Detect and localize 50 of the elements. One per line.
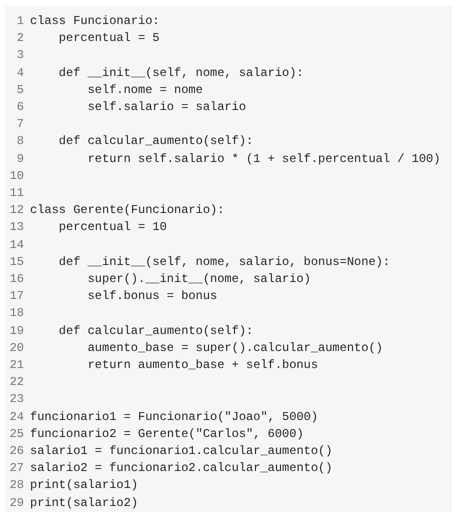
line-number: 20 [8, 340, 24, 356]
line-number: 19 [8, 324, 24, 339]
line-number: 24 [8, 410, 24, 425]
code-line: self.bonus = bonus [88, 289, 218, 304]
line-number: 25 [8, 426, 24, 442]
line-number: 18 [8, 306, 24, 322]
line-number: 12 [8, 203, 24, 218]
line-number: 28 [8, 478, 24, 494]
code-line: salario1 = funcionario1.calcular_aumento() [30, 444, 332, 459]
line-number: 10 [8, 168, 24, 184]
code-line: funcionario1 = Funcionario("Joao", 5000) [30, 410, 318, 425]
line-number: 22 [8, 375, 24, 390]
code-line: salario2 = funcionario2.calcular_aumento() [30, 461, 332, 476]
code-line: percentual = 10 [58, 220, 167, 236]
line-number: 6 [16, 100, 24, 115]
code-line: def calcular_aumento(self): [58, 134, 254, 150]
code-line: aumento_base = super().calcular_aumento() [88, 340, 383, 356]
line-number: 29 [8, 496, 24, 511]
line-number: 26 [8, 444, 24, 459]
code-line: class Gerente(Funcionario): [30, 203, 224, 218]
line-number: 9 [16, 152, 24, 167]
code-line: def calcular_aumento(self): [58, 324, 254, 339]
line-number: 21 [8, 358, 24, 373]
code-line: self.nome = nome [88, 82, 203, 98]
line-number: 16 [8, 272, 24, 287]
code-line: print(salario1) [30, 478, 138, 494]
line-number: 23 [8, 392, 24, 408]
line-number: 8 [16, 134, 24, 150]
line-number: 5 [16, 82, 24, 98]
line-number: 13 [8, 220, 24, 236]
code-line: self.salario = salario [88, 100, 246, 115]
code-line: def __init__(self, nome, salario, bonus=None): [58, 254, 390, 270]
line-number: 7 [16, 117, 24, 132]
line-number: 3 [16, 48, 24, 64]
line-number: 17 [8, 289, 24, 304]
line-number: 1 [16, 14, 24, 29]
code-line: funcionario2 = Gerente("Carlos", 6000) [30, 426, 304, 442]
code-line: def __init__(self, nome, salario): [58, 66, 304, 81]
code-line: return aumento_base + self.bonus [88, 358, 318, 373]
line-number: 11 [8, 186, 24, 201]
code-line: return self.salario * (1 + self.percentual / 100) [88, 152, 440, 167]
code-line: class Funcionario: [30, 14, 160, 29]
line-number: 4 [16, 66, 24, 81]
line-number: 14 [8, 238, 24, 253]
code-line: print(salario2) [30, 496, 138, 511]
line-number: 27 [8, 461, 24, 476]
line-number: 15 [8, 254, 24, 270]
code-line: percentual = 5 [58, 31, 160, 46]
code-line: super().__init__(nome, salario) [88, 272, 311, 287]
line-number: 2 [16, 31, 24, 46]
